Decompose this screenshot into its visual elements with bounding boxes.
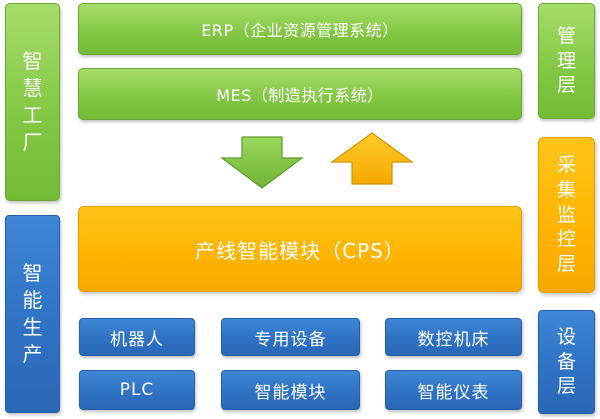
smart-production-panel: 智能生产 [5,215,60,413]
acquisition-monitoring-layer-label: 采集监控层 [557,154,577,276]
device-plc: PLC [79,370,195,410]
device-smart-instrument: 智能仪表 [385,370,522,410]
device-cnc-machine: 数控机床 [385,318,522,356]
device-cnc-machine-label: 数控机床 [417,329,490,350]
device-smart-module: 智能模块 [221,370,360,410]
device-plc-label: PLC [119,380,155,400]
smart-factory-panel: 智慧工厂 [5,3,60,201]
management-layer-panel: 管理层 [538,3,595,119]
smart-factory-label: 智慧工厂 [22,49,43,154]
device-smart-instrument-label: 智能仪表 [417,382,490,403]
device-special-equipment: 专用设备 [221,318,360,356]
management-layer-label: 管理层 [557,24,577,97]
erp-bar: ERP（企业资源管理系统） [78,3,522,55]
smart-production-label: 智能生产 [22,261,43,366]
mes-bar: MES（制造执行系统） [78,68,522,120]
erp-label: ERP（企业资源管理系统） [201,21,399,40]
device-special-equipment-label: 专用设备 [254,329,327,350]
device-layer-label: 设备层 [557,325,577,398]
cps-block: 产线智能模块（CPS） [78,206,522,292]
device-smart-module-label: 智能模块 [254,382,327,403]
arrow-down-icon [220,136,304,189]
device-layer-panel: 设备层 [538,310,595,414]
acquisition-monitoring-layer-panel: 采集监控层 [538,137,595,293]
mes-label: MES（制造执行系统） [216,86,384,105]
arrow-up-icon [330,132,414,185]
device-robot: 机器人 [79,318,195,356]
cps-label: 产线智能模块（CPS） [195,238,405,263]
device-robot-label: 机器人 [110,329,164,350]
